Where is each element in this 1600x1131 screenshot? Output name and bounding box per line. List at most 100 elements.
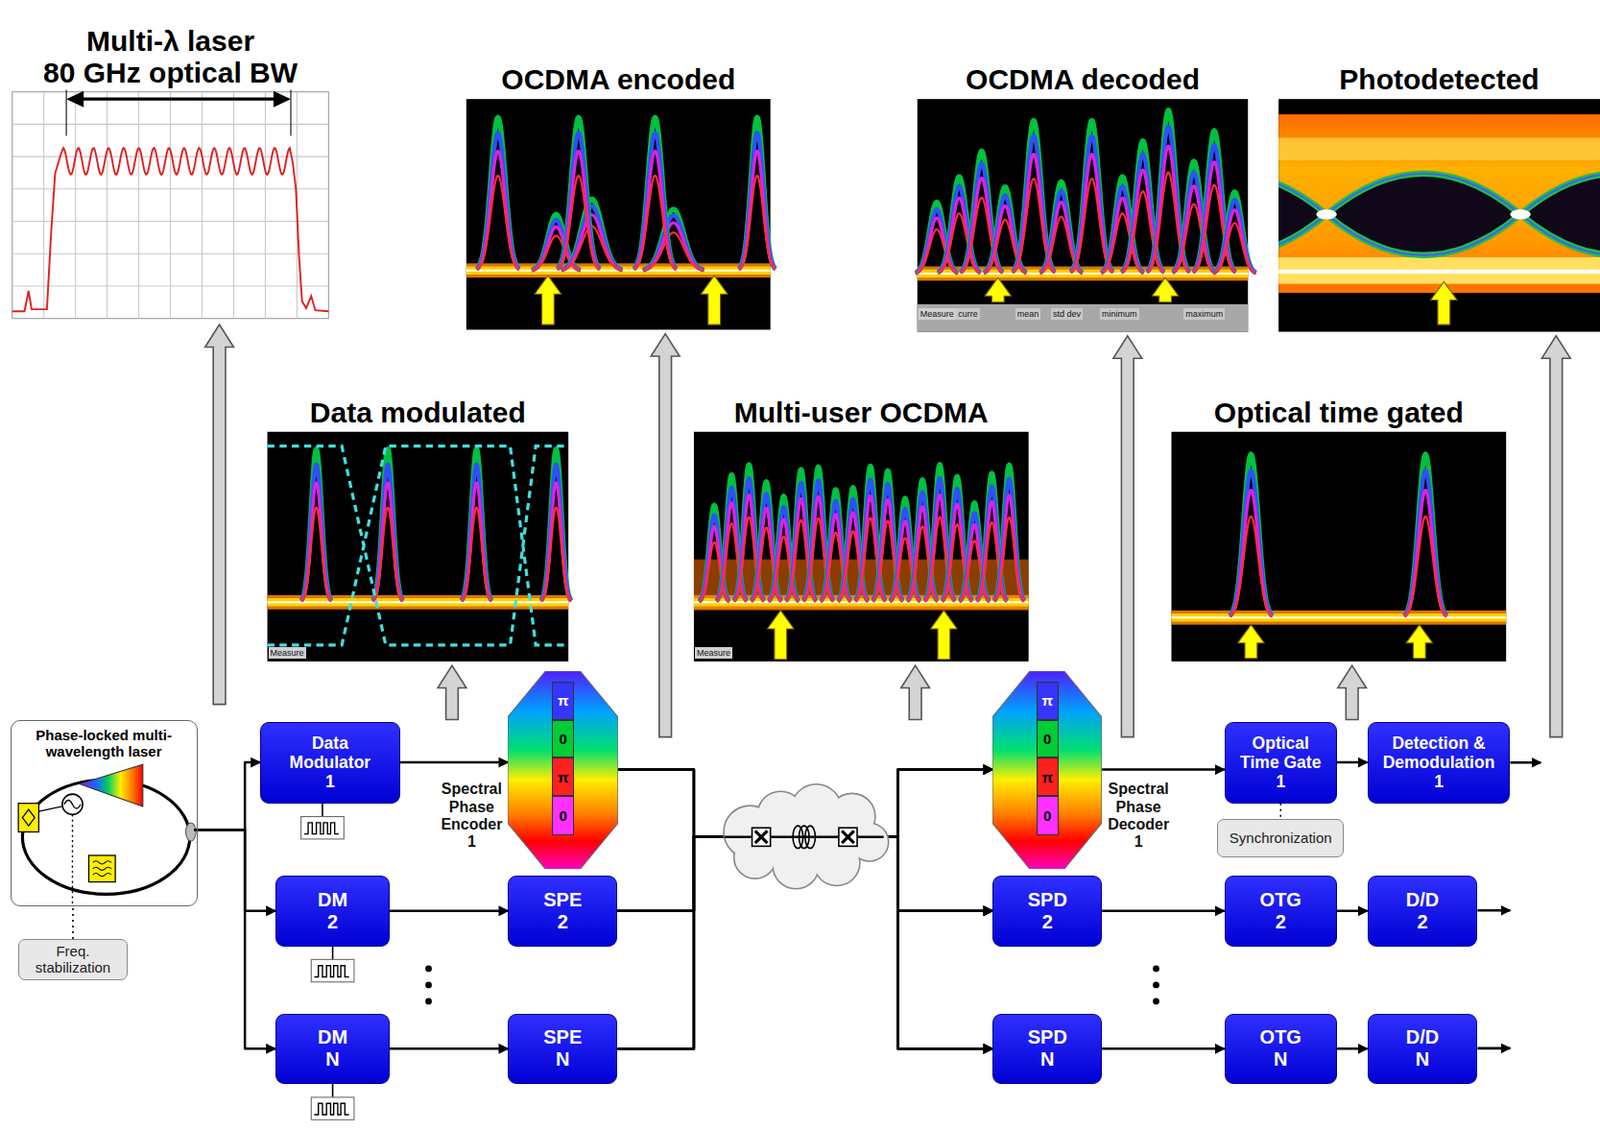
scope-traces bbox=[1213, 199, 1257, 273]
laser-ring bbox=[64, 800, 81, 810]
signal-line bbox=[1337, 761, 1368, 765]
network-cloud bbox=[841, 830, 855, 843]
box-label: D/D 2 bbox=[1406, 888, 1439, 933]
scope-traces bbox=[1213, 210, 1257, 274]
phase-cell: 0 bbox=[1036, 719, 1059, 758]
phase-cell: π bbox=[551, 757, 574, 796]
panel-title: Multi-λ laser bbox=[0, 24, 367, 57]
signal-line bbox=[389, 909, 508, 913]
signal-line bbox=[618, 769, 993, 911]
scope-traces bbox=[466, 98, 771, 330]
box-text-group: OTG 2 bbox=[1260, 888, 1302, 933]
scope-readout: Measure bbox=[268, 646, 307, 659]
scope-traces bbox=[1170, 616, 1506, 619]
scope-traces bbox=[1229, 490, 1273, 617]
box-text-group: Freq. stabilization bbox=[35, 942, 111, 977]
scope-traces bbox=[106, 92, 108, 319]
process-box: D/D 2 bbox=[1367, 875, 1479, 946]
output-arrow bbox=[1477, 908, 1510, 912]
scope-traces bbox=[1070, 154, 1114, 273]
process-box: OTG N bbox=[1224, 1013, 1338, 1084]
scope-traces bbox=[201, 92, 203, 319]
box-text-group: Optical Time Gate 1 bbox=[1236, 733, 1325, 791]
network-cloud bbox=[724, 785, 888, 888]
laser-ring bbox=[22, 809, 35, 826]
box-text-group: SPD N bbox=[1027, 1026, 1068, 1071]
scope-traces bbox=[556, 132, 600, 269]
scope-traces bbox=[301, 449, 333, 601]
scope-traces bbox=[476, 150, 520, 269]
pulse-pattern-symbol bbox=[313, 965, 349, 978]
scope-traces bbox=[169, 92, 171, 319]
signal-line bbox=[1101, 1047, 1225, 1051]
monitor-arrow bbox=[205, 324, 235, 704]
scope-readout: std dev bbox=[1050, 308, 1083, 320]
box-text-group: Data Modulator 1 bbox=[284, 733, 376, 791]
scope-traces bbox=[138, 92, 140, 319]
process-box: SPD 2 bbox=[992, 875, 1102, 946]
scope-traces bbox=[372, 482, 404, 601]
network-cloud bbox=[752, 827, 859, 846]
scope-traces bbox=[1404, 490, 1448, 617]
scope-traces bbox=[556, 175, 600, 270]
scope-traces bbox=[1520, 173, 1600, 256]
scope-traces bbox=[1278, 257, 1600, 285]
scope-traces bbox=[264, 92, 266, 319]
connectors bbox=[72, 762, 1368, 1049]
scope-traces bbox=[700, 275, 728, 325]
panel-title: Data modulated bbox=[229, 396, 608, 429]
scope-traces bbox=[12, 253, 330, 255]
bandwidth-label: 80 GHz optical BW bbox=[0, 56, 367, 89]
process-box: Detection & Demodulation 1 bbox=[1367, 721, 1511, 804]
scope-traces bbox=[1229, 453, 1273, 616]
box-label: DM 2 bbox=[317, 888, 348, 933]
box-text-group: DM N bbox=[317, 1026, 348, 1071]
process-box: DM N bbox=[275, 1013, 390, 1084]
laser-ring bbox=[79, 764, 144, 807]
signal-line bbox=[400, 761, 509, 765]
scope-traces bbox=[267, 446, 570, 645]
box-label: SPE 2 bbox=[543, 888, 582, 933]
scope-traces bbox=[1229, 516, 1273, 617]
panel-title: OCDMA encoded bbox=[428, 63, 810, 96]
panel-title: Optical time gated bbox=[1133, 396, 1546, 429]
scope-traces bbox=[476, 117, 520, 269]
panel-heading: Multi-user OCDMA bbox=[655, 396, 1068, 429]
pulse-pattern-symbol bbox=[332, 1083, 335, 1098]
scope-panel: Optical time gated bbox=[1171, 431, 1507, 662]
scope-traces bbox=[12, 147, 330, 311]
signal-line bbox=[389, 1047, 508, 1051]
coder-label: Spectral Phase Encoder 1 bbox=[440, 780, 502, 852]
process-box: D/D N bbox=[1367, 1013, 1479, 1084]
box-text-group: DM 2 bbox=[317, 888, 348, 933]
scope-traces bbox=[66, 91, 84, 108]
scope-traces bbox=[267, 597, 570, 607]
pulse-pattern-symbol bbox=[310, 958, 355, 981]
scope-traces bbox=[540, 449, 572, 601]
monitor-arrow bbox=[1541, 335, 1571, 738]
output-arrow bbox=[1477, 762, 1541, 1049]
scope-traces bbox=[540, 506, 572, 601]
scope-traces bbox=[12, 123, 330, 125]
scope-traces bbox=[12, 220, 330, 222]
control-box: Freq. stabilization bbox=[18, 938, 128, 980]
scope-panel: OCDMA decoded bbox=[917, 98, 1248, 332]
scope-readout: maximum bbox=[1183, 308, 1225, 320]
scope-traces bbox=[556, 117, 600, 269]
box-label: Optical Time Gate 1 bbox=[1236, 733, 1325, 791]
scope-traces bbox=[461, 449, 493, 601]
signal-line bbox=[1337, 909, 1368, 913]
scope-traces bbox=[993, 464, 1025, 600]
network-cloud bbox=[755, 830, 768, 843]
scope-traces bbox=[1315, 209, 1337, 220]
scope-traces bbox=[1278, 138, 1600, 161]
laser-title: Phase-locked multi-wavelength laser bbox=[15, 726, 193, 761]
laser-ring bbox=[22, 779, 190, 894]
panel-heading: Photodetected bbox=[1240, 63, 1600, 96]
scope-traces bbox=[1100, 213, 1145, 273]
scope-traces bbox=[461, 482, 493, 601]
scope-traces bbox=[1326, 173, 1521, 256]
scope-traces bbox=[267, 595, 570, 610]
